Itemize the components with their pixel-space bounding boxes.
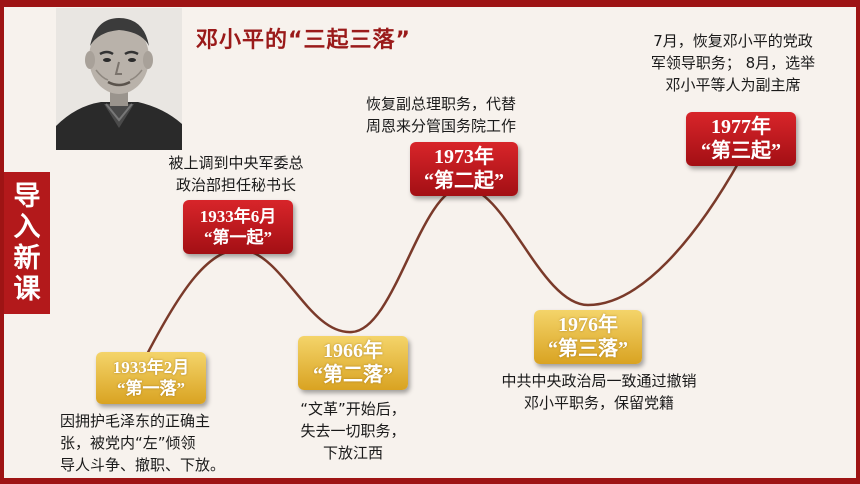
event-description: 被上调到中央军委总 政治部担任秘书长 — [168, 154, 304, 194]
event-description: 中共中央政治局一致通过撤销 邓小平职务，保留党籍 — [501, 372, 697, 412]
event-label: “第一落” — [117, 379, 185, 398]
event-box-1977: 1977年 “第三起” — [686, 112, 796, 166]
frame-right-bar — [856, 0, 860, 484]
frame-left-bar — [0, 0, 4, 484]
frame-top-bar — [0, 0, 860, 7]
event-date: 1977年 — [711, 116, 771, 138]
event-description: 7月，恢复邓小平的党政 军领导职务； 8月，选举 邓小平等人为副主席 — [650, 32, 816, 94]
event-label: “第二起” — [424, 170, 504, 192]
event-date: 1966年 — [323, 340, 383, 362]
event-box-1973: 1973年 “第二起” — [410, 142, 518, 196]
event-date: 1973年 — [434, 146, 494, 168]
section-tab: 导入新课 — [4, 172, 50, 314]
event-date: 1976年 — [558, 314, 618, 336]
event-box-1933-jun: 1933年6月 “第一起” — [183, 200, 293, 254]
event-label: “第一起” — [204, 228, 272, 247]
section-tab-label: 导入新课 — [13, 181, 41, 305]
frame-bottom-bar — [0, 478, 860, 484]
event-description: “文革”开始后， 失去一切职务， 下放江西 — [300, 400, 406, 462]
event-label: “第二落” — [313, 364, 393, 386]
event-description: 恢复副总理职务，代替 周恩来分管国务院工作 — [366, 95, 517, 135]
event-description: 因拥护毛泽东的正确主 张，被党内“左”倾领 导人斗争、撤职、下放。 — [60, 412, 226, 474]
page-title: 邓小平的“三起三落” — [196, 28, 411, 53]
event-label: “第三落” — [548, 338, 628, 360]
portrait-image — [56, 8, 182, 150]
event-box-1933-feb: 1933年2月 “第一落” — [96, 352, 206, 404]
event-box-1966: 1966年 “第二落” — [298, 336, 408, 390]
event-box-1976: 1976年 “第三落” — [534, 310, 642, 364]
event-date: 1933年6月 — [199, 207, 277, 226]
event-date: 1933年2月 — [112, 358, 190, 377]
event-label: “第三起” — [701, 140, 781, 162]
